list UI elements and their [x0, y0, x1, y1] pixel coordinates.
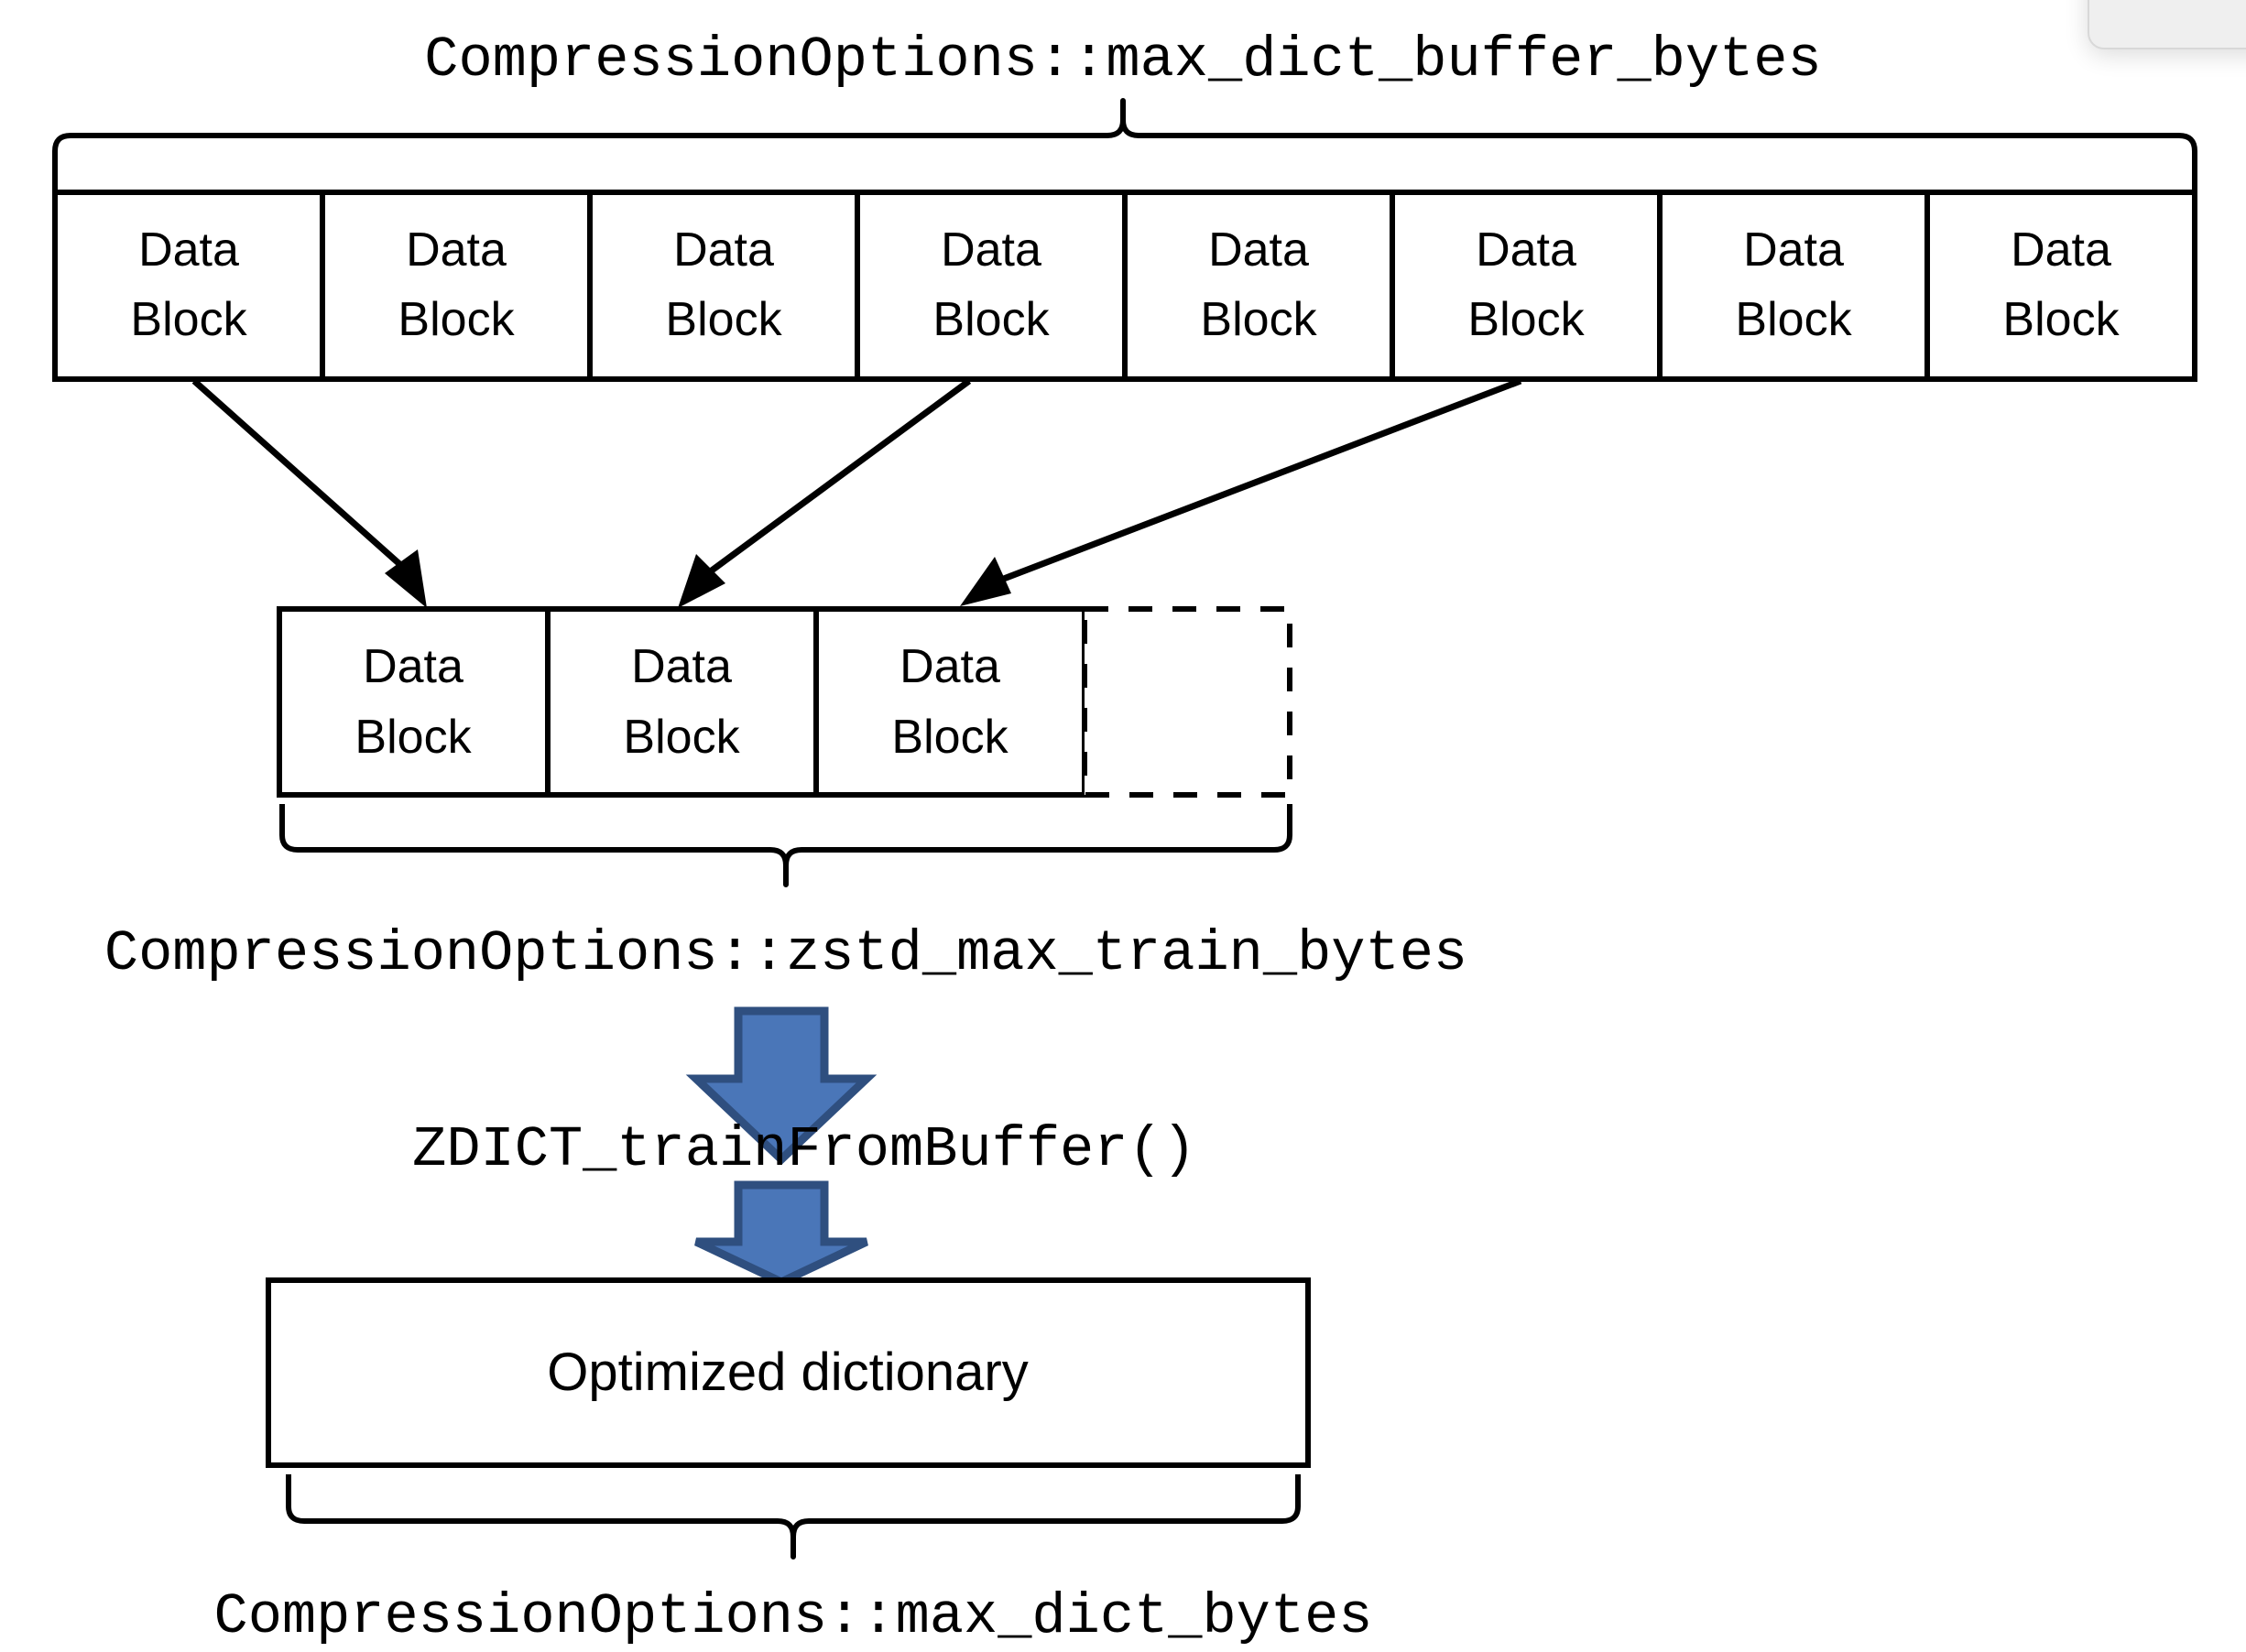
top-data-block-8 [1924, 190, 2197, 382]
top-data-block-7-line2: Block [1735, 293, 1852, 346]
label-max-dict-bytes: CompressionOptions::max_dict_bytes [213, 1584, 1372, 1649]
top-data-block-4-line1: Data [941, 223, 1041, 277]
top-data-block-7 [1657, 190, 1930, 382]
top-data-block-4 [855, 190, 1128, 382]
optimized-dictionary-box [266, 1277, 1311, 1468]
sampling-arrows [191, 377, 1522, 608]
bottom-brace [286, 1474, 1301, 1560]
sampled-data-block-2-line1: Data [631, 640, 732, 693]
sampled-data-block-2 [545, 606, 819, 798]
sampled-data-block-1-line1: Data [363, 640, 463, 693]
top-data-block-3-line2: Block [665, 293, 782, 346]
sampled-data-block-3-line1: Data [899, 640, 1000, 693]
sampling-arrow-3-head [960, 557, 1011, 606]
top-data-block-4-line2: Block [932, 293, 1050, 346]
sampling-arrow-1-line [191, 378, 417, 580]
corner-ui-panel[interactable] [2088, 0, 2246, 49]
top-data-block-7-line1: Data [1743, 223, 1844, 277]
top-data-block-2 [320, 190, 593, 382]
top-data-block-6-line2: Block [1467, 293, 1585, 346]
optimized-dictionary-label: Optimized dictionary [547, 1342, 1028, 1402]
sampling-arrow-1-head [385, 549, 427, 608]
middle-brace [279, 804, 1292, 887]
top-data-block-6 [1390, 190, 1663, 382]
flow-arrow-2 [694, 1180, 868, 1287]
top-data-block-3 [587, 190, 860, 382]
sampled-data-block-row: Data Block Data Block Data Block [277, 606, 1292, 798]
top-data-block-3-line1: Data [673, 223, 774, 277]
sampled-data-block-1-line2: Block [354, 711, 472, 764]
top-data-block-row: Data Block Data Block Data Block Data Bl… [52, 190, 2197, 382]
flow-arrow-1 [685, 1006, 878, 1166]
sampled-empty-slot [1082, 606, 1292, 798]
top-data-block-2-line2: Block [398, 293, 515, 346]
top-title-max-dict-buffer-bytes: CompressionOptions::max_dict_buffer_byte… [424, 27, 1821, 92]
top-data-block-8-line2: Block [2002, 293, 2120, 346]
label-zdict-train-from-buffer: ZDICT_trainFromBuffer() [412, 1117, 1196, 1182]
top-data-block-2-line1: Data [406, 223, 507, 277]
top-data-block-5-line2: Block [1200, 293, 1317, 346]
top-brace [52, 98, 2197, 196]
top-data-block-8-line1: Data [2011, 223, 2111, 277]
sampling-arrow-3-line [987, 377, 1522, 588]
sampling-arrow-2-line [695, 378, 972, 583]
top-data-block-1-line2: Block [130, 293, 247, 346]
top-data-block-5-line1: Data [1208, 223, 1309, 277]
top-data-block-1-line1: Data [138, 223, 239, 277]
sampling-arrow-2-head [678, 554, 725, 608]
top-data-block-1 [52, 190, 325, 382]
label-zstd-max-train-bytes: CompressionOptions::zstd_max_train_bytes [104, 921, 1467, 986]
top-data-block-5 [1122, 190, 1395, 382]
sampled-data-block-1 [277, 606, 551, 798]
top-data-block-6-line1: Data [1476, 223, 1576, 277]
sampled-data-block-3 [813, 606, 1087, 798]
sampled-data-block-2-line2: Block [623, 711, 740, 764]
sampled-data-block-3-line2: Block [891, 711, 1009, 764]
